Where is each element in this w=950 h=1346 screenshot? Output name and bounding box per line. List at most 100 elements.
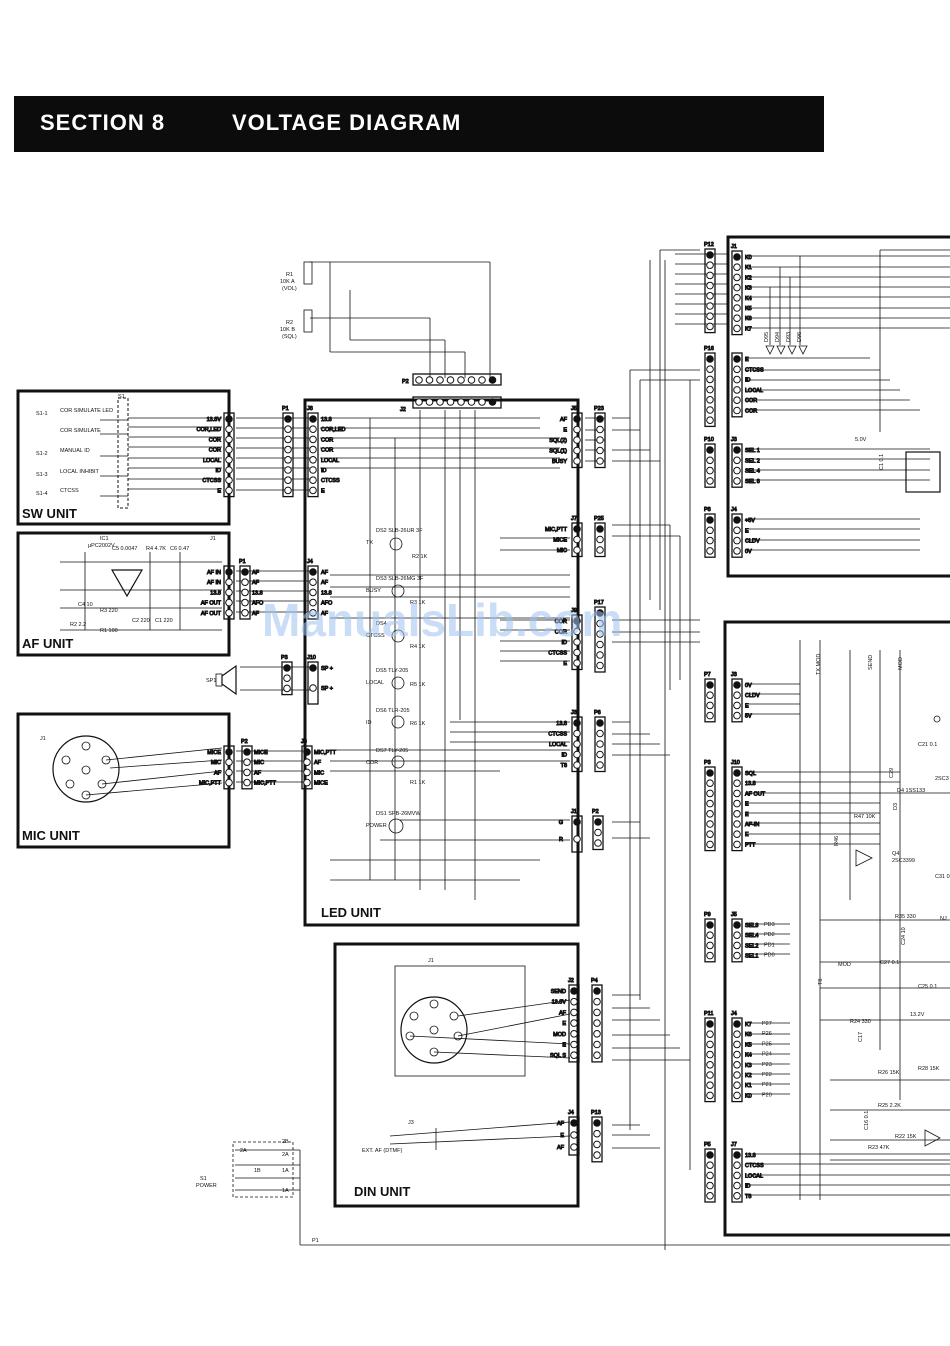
p2-pin-label: MICE [254,750,268,756]
connector-j4-label: J4 [307,559,313,565]
rb-j4-code: P20 [762,1092,772,1098]
led-resistor-label: R4 1K [410,644,426,650]
mic-jack-circle [52,735,120,803]
power-contact-label: 2A [240,1148,247,1154]
af-unit-title: AF UNIT [22,636,73,651]
pot-r1-id: R1 [286,272,293,278]
j3-pin-label: CTCSS [548,732,567,738]
connector-j9-label: J9 [571,608,577,614]
af-part-label: R2 2.2 [70,622,86,628]
rb-part-label: R23 47K [868,1145,890,1151]
af-ic-part: µPC2002V [88,543,115,549]
p2-pin-label: MIC [254,760,264,766]
connector-p10-label: P10 [704,437,714,443]
din-j2-pin-label: 13.8V [552,1000,567,1006]
sw-pin-label: COR [209,437,221,443]
power-contact-label: 1A [282,1188,289,1194]
rt-j2-pin-label: COR [745,409,757,415]
rb-part-label: TX MOD [816,654,822,675]
rb-part-label: C17 [858,1032,864,1042]
rb-j4-pin-label: K5 [745,1042,752,1048]
din-j2-pin-label: SEND [551,989,566,995]
rb-part-label: D3 [893,803,899,810]
connector-p17: P17 [594,600,606,673]
connector-p12: P12 [704,242,716,334]
rb-part-label: C25 0.1 [918,984,937,990]
rb-j10-pin-label: E [745,832,749,838]
sw-pin-label: E [217,488,221,494]
connector-j4-top-label: J4 [731,507,737,513]
rb-part-label: D4 1SS133 [897,788,925,794]
rb-part-label: R46 [834,836,840,846]
j5-pin-label: AF [560,417,568,423]
pot-r1-note: (VOL) [282,286,297,292]
af-amplifier-ic [110,569,144,598]
j7-pin-label: MICE [553,538,567,544]
rb-part-label: 13.2V [910,1012,925,1018]
af-part-label: C1 220 [155,618,173,624]
j8-pin-label: E [321,488,325,494]
rb-part-label: Q4 [892,851,899,857]
din-jack-circle [400,996,468,1064]
rt-j1-pin-label: K2 [745,275,752,281]
led-name-label: POWER [366,823,387,829]
af-part-label: C2 220 [132,618,150,624]
rb-j4-code: P21 [762,1082,772,1088]
rt-j2-pin-label: ID [745,378,751,384]
sw-switch-s1 [117,397,129,509]
rb-part-label: C27 0.1 [880,960,899,966]
din-j2-pin-label: E [562,1043,566,1049]
rb-j7-pin-label: 13.8 [745,1153,756,1159]
connector-p7: P7 [704,672,716,723]
j3-pin-label: T8 [561,763,567,769]
j9-pin-label: COR [555,630,567,636]
led-resistor-label: R3 1K [410,600,426,606]
rb-j4-code: P23 [762,1062,772,1068]
af-connector-label: J1 [210,536,216,542]
rt-j1-pin-label: K7 [745,326,752,332]
rb-part-label: 2SC3399 [892,858,915,864]
connector-j2: J2 [400,396,502,414]
din-j4-pin-label: AF [557,1145,565,1151]
power-switch-label: S1 [200,1176,207,1182]
connector-j1-led-label: J1 [571,809,577,815]
rt-j3-pin-label: SEL 2 [745,458,760,464]
bottom-p1-label: P1 [312,1238,319,1244]
rb-part-label: R22 15K [895,1134,917,1140]
j3-pin-label: 13.8 [556,721,567,727]
power-contact-label: 1A [282,1168,289,1174]
din-ext-label: EXT. AF (DTMF) [362,1148,403,1154]
af-pin-label: 13.8 [210,590,221,596]
j5-pin-label: SQL(2) [549,438,567,444]
rb-part-label: R28 15K [918,1066,940,1072]
led-name-label: TX [366,540,373,546]
connector-p3-label: P3 [281,655,288,661]
af-pin-label: AF IN [207,570,221,576]
sw-item-label: COR SIMULATE LED [60,408,113,414]
sw-item-id: S1-2 [36,451,48,457]
j3-pin-label: LOCAL [549,742,567,748]
rt-j1-pin-label: K0 [745,255,752,261]
rb-part-label: 2SC3 [935,776,949,782]
rb-j10-pin-label: E [745,812,749,818]
sw-item-label: LOCAL INHIBIT [60,469,100,475]
rt-j1-pin-label: K6 [745,316,752,322]
connector-p1b-label: P1 [239,559,246,565]
sw-switch-label: S1 [118,394,125,400]
rb-part-label: C31 0.1 [935,874,950,880]
sw-pin-label: LOCAL [203,458,221,464]
rt-j1-pin-label: K3 [745,286,752,292]
rb-j7-pin-label: T8 [745,1194,751,1200]
rb-j4-code: P24 [762,1052,772,1058]
rb-part-label: C16 0.1 [864,1111,870,1130]
led-id-label: DS5 TLY-205 [376,668,408,674]
connector-p16: P16 [704,346,716,428]
rb-j4-code: P25 [762,1041,772,1047]
